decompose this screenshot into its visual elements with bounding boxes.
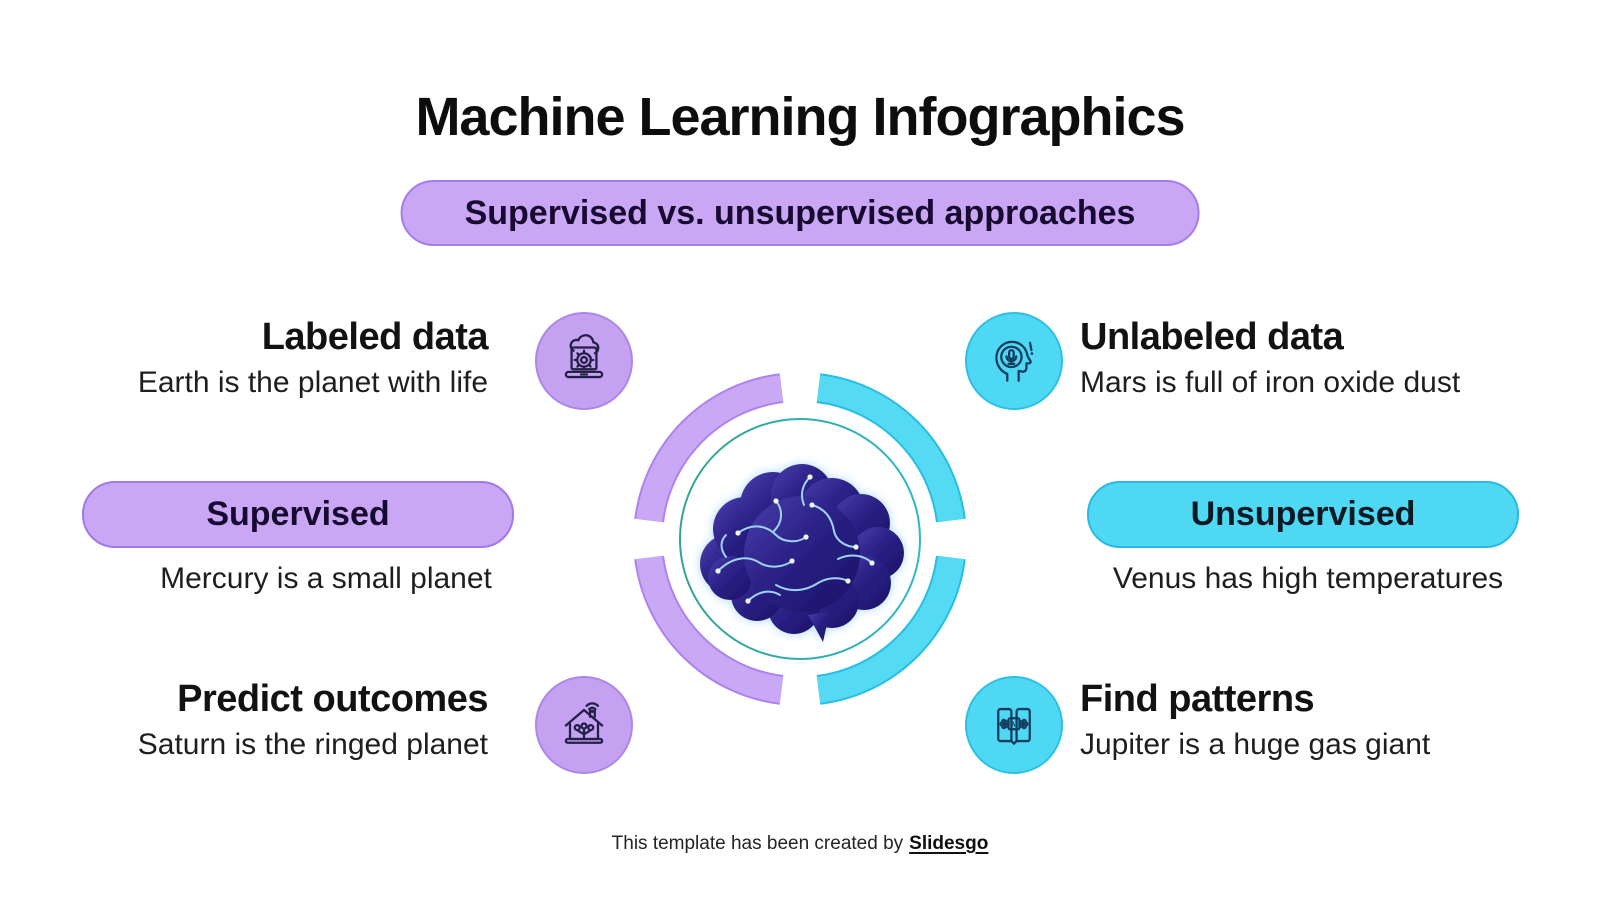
slidesgo-brand-link[interactable]: Slidesgo	[909, 833, 989, 854]
feature-heading: Unlabeled data	[1080, 316, 1344, 358]
feature-description: Saturn is the ringed planet	[137, 728, 488, 761]
feature-labeled-data: Labeled data Earth is the planet with li…	[28, 314, 489, 402]
subtitle-text: Supervised vs. unsupervised approaches	[464, 193, 1136, 232]
center-ring-diagram	[634, 373, 966, 705]
predict-outcomes-icon-circle	[535, 676, 633, 774]
outer-ring	[634, 373, 966, 705]
supervised-pill: Supervised	[82, 481, 514, 548]
labeled-data-icon-circle	[535, 312, 633, 410]
feature-description: Jupiter is a huge gas giant	[1080, 728, 1431, 761]
smart-home-network-icon	[564, 702, 604, 744]
unsupervised-pill: Unsupervised	[1087, 481, 1519, 548]
feature-description: Mars is full of iron oxide dust	[1080, 366, 1461, 399]
feature-unlabeled-data: Unlabeled data Mars is full of iron oxid…	[1080, 314, 1540, 402]
brain-circuit-lines	[715, 474, 875, 604]
feature-heading: Find patterns	[1080, 678, 1315, 720]
laptop-cloud-gear-icon	[564, 334, 604, 379]
unsupervised-pill-description: Venus has high temperatures	[1112, 562, 1504, 595]
supervised-pill-label: Supervised	[206, 495, 390, 533]
supervised-pill-description: Mercury is a small planet	[160, 562, 492, 595]
feature-find-patterns: Find patterns Jupiter is a huge gas gian…	[1080, 676, 1540, 764]
find-patterns-icon-circle: AI	[965, 676, 1063, 774]
unsupervised-pill-label: Unsupervised	[1190, 495, 1416, 533]
feature-heading: Labeled data	[261, 316, 489, 358]
feature-predict-outcomes: Predict outcomes Saturn is the ringed pl…	[28, 676, 489, 764]
unlabeled-data-icon-circle	[965, 312, 1063, 410]
feature-description: Earth is the planet with life	[137, 366, 488, 399]
footer-credit-text: This template has been created by	[611, 833, 904, 854]
subtitle-pill: Supervised vs. unsupervised approaches	[400, 180, 1200, 246]
page-title: Machine Learning Infographics	[415, 87, 1185, 147]
book-ai-chip-icon: AI	[997, 707, 1031, 745]
head-microphone-icon	[995, 340, 1034, 382]
feature-heading: Predict outcomes	[177, 678, 488, 720]
ai-chip-label: AI	[1010, 719, 1017, 728]
brain-illustration	[700, 464, 904, 642]
inner-thin-ring	[679, 418, 921, 660]
